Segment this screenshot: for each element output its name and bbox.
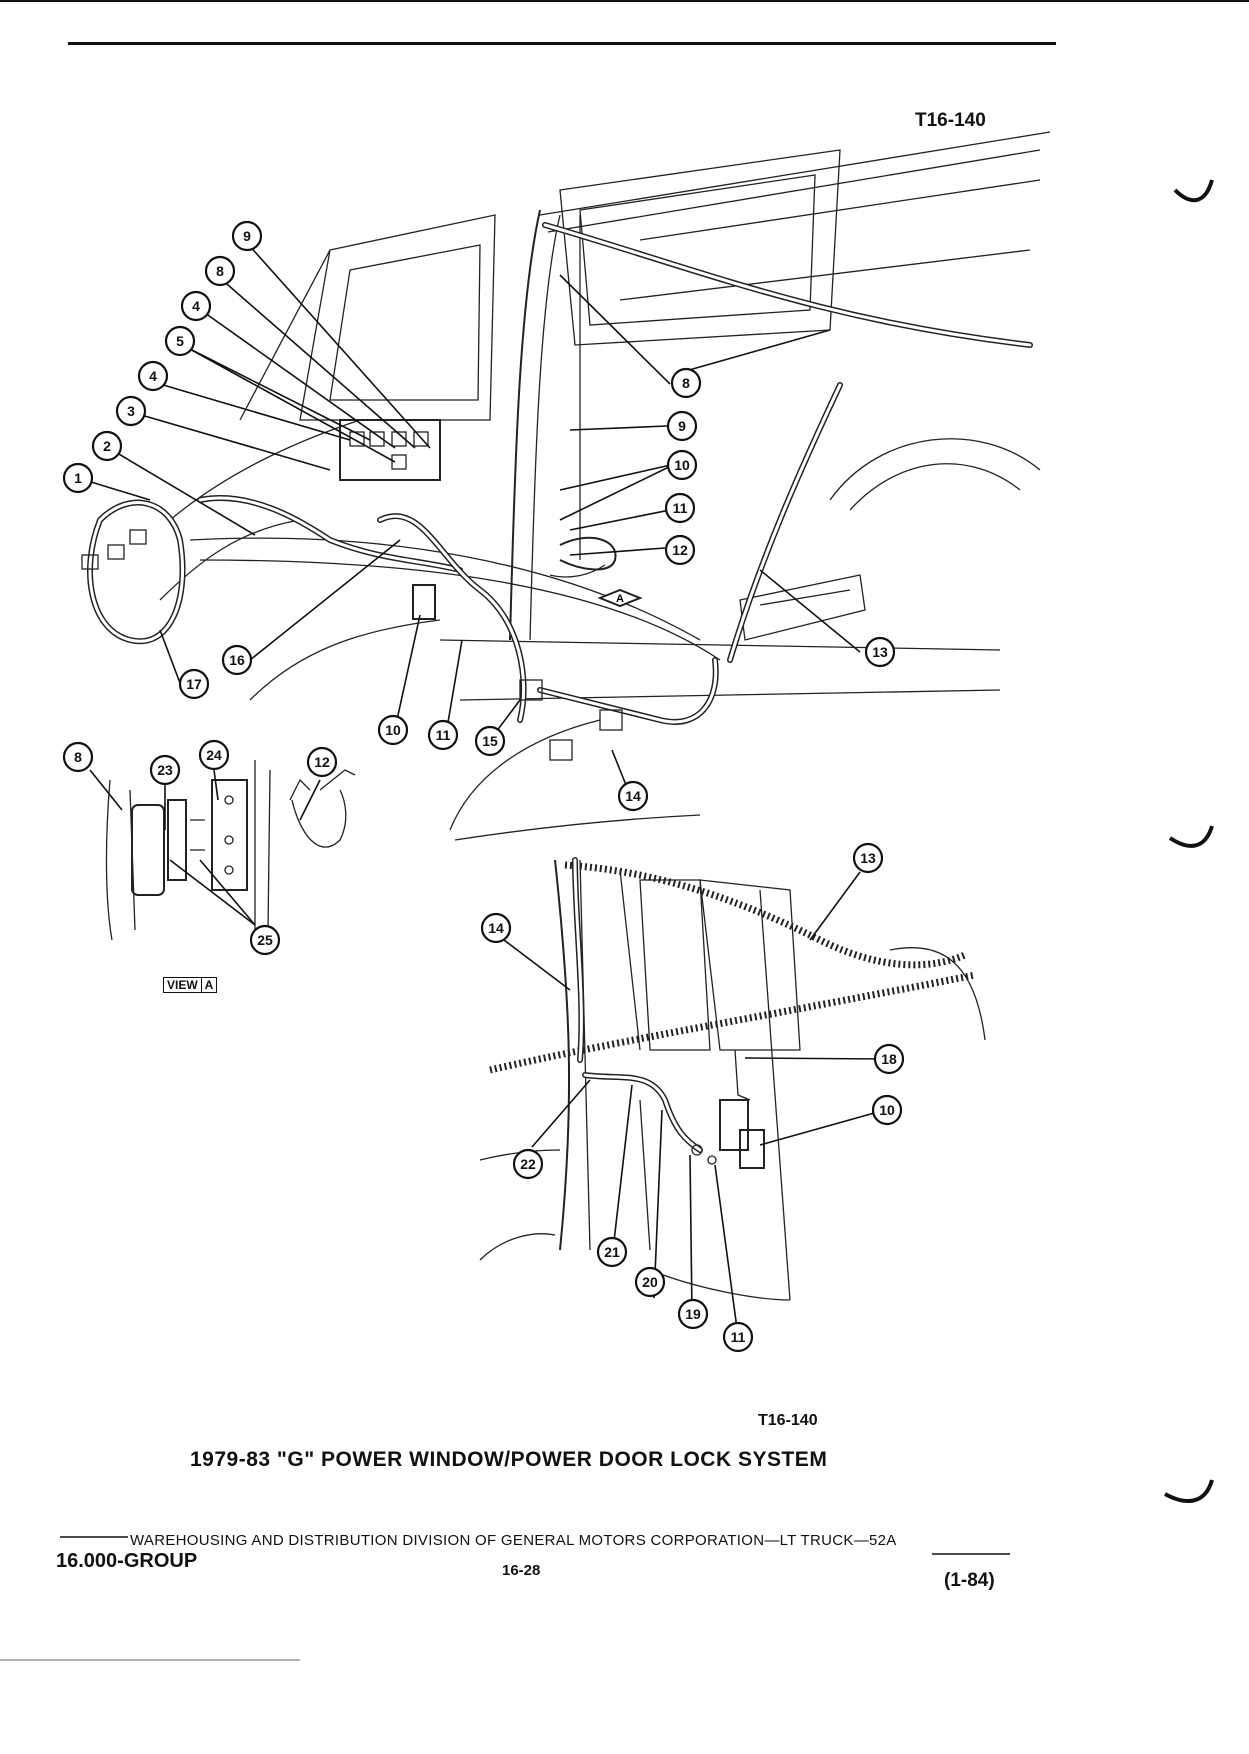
svg-text:14: 14	[625, 788, 641, 804]
svg-text:10: 10	[674, 457, 690, 473]
svg-text:11: 11	[731, 1329, 746, 1345]
svg-text:15: 15	[482, 733, 498, 749]
svg-text:23: 23	[157, 762, 173, 778]
svg-text:5: 5	[176, 333, 184, 349]
view-a-arrow: A	[597, 588, 643, 608]
svg-text:8: 8	[74, 749, 82, 765]
svg-text:9: 9	[678, 418, 686, 434]
svg-text:10: 10	[385, 722, 401, 738]
svg-text:17: 17	[186, 676, 202, 692]
svg-text:11: 11	[436, 727, 451, 743]
callout-20: 20	[634, 1266, 666, 1298]
revision-code: (1-84)	[944, 1570, 995, 1591]
leader-lines	[77, 242, 889, 1337]
svg-text:13: 13	[860, 850, 876, 866]
view-a-arrow-label: A	[616, 593, 624, 605]
callout-8-top: 8	[670, 367, 702, 399]
callout-25: 25	[249, 924, 281, 956]
svg-text:12: 12	[672, 542, 688, 558]
svg-text:19: 19	[685, 1306, 701, 1322]
page-number: 16-28	[502, 1562, 541, 1579]
svg-text:25: 25	[257, 932, 273, 948]
callout-11-bottom: 11	[722, 1321, 754, 1353]
right-pillar-harness	[727, 382, 843, 663]
callout-1: 1	[62, 462, 94, 494]
callout-4a: 4	[180, 290, 212, 322]
figure-code-top: T16-140	[915, 110, 986, 131]
callout-17: 17	[178, 668, 210, 700]
svg-text:10: 10	[879, 1102, 895, 1118]
callout-10-mid: 10	[666, 449, 698, 481]
callout-14-top: 14	[617, 780, 649, 812]
callout-21: 21	[596, 1236, 628, 1268]
callout-13-bottom: 13	[852, 842, 884, 874]
binder-marks	[1164, 179, 1214, 1503]
callout-12-mid: 12	[664, 534, 696, 566]
svg-text:22: 22	[520, 1156, 536, 1172]
callout-4b: 4	[137, 360, 169, 392]
svg-text:18: 18	[881, 1051, 897, 1067]
view-label-word: VIEW	[167, 978, 198, 992]
svg-text:8: 8	[216, 263, 224, 279]
svg-text:20: 20	[642, 1274, 658, 1290]
callout-13-top: 13	[864, 636, 896, 668]
svg-text:3: 3	[127, 403, 135, 419]
callout-14-bottom: 14	[480, 912, 512, 944]
callout-23: 23	[149, 754, 181, 786]
svg-text:1: 1	[74, 470, 82, 486]
svg-text:8: 8	[682, 375, 690, 391]
top-rule	[68, 42, 1056, 45]
callout-12-view-a: 12	[306, 746, 338, 778]
svg-text:21: 21	[604, 1244, 620, 1260]
callout-18: 18	[873, 1043, 905, 1075]
roof-harness	[542, 222, 1033, 348]
rear-door-view	[479, 857, 986, 1301]
svg-text:4: 4	[149, 368, 157, 384]
callout-11-mid: 11	[664, 492, 696, 524]
vehicle-body-outline	[159, 131, 1051, 841]
callout-5: 5	[164, 325, 196, 357]
svg-text:12: 12	[314, 754, 330, 770]
callout-15: 15	[474, 725, 506, 757]
callout-3: 3	[115, 395, 147, 427]
svg-text:2: 2	[103, 438, 111, 454]
callout-2: 2	[91, 430, 123, 462]
svg-text:16: 16	[229, 652, 245, 668]
figure-code-bottom: T16-140	[758, 1412, 818, 1429]
svg-text:24: 24	[206, 747, 222, 763]
svg-text:13: 13	[872, 644, 888, 660]
callout-19: 19	[677, 1298, 709, 1330]
callout-11-top: 11	[427, 719, 459, 751]
callout-10-top: 10	[377, 714, 409, 746]
svg-text:14: 14	[488, 920, 504, 936]
group-number: 16.000-GROUP	[56, 1550, 198, 1572]
top-edge-rule	[0, 0, 1249, 2]
figure-caption: 1979-83 "G" POWER WINDOW/POWER DOOR LOCK…	[190, 1448, 828, 1471]
svg-text:11: 11	[673, 500, 688, 516]
callout-8-view-a: 8	[62, 741, 94, 773]
front-door-harness	[81, 419, 719, 761]
callout-22: 22	[512, 1148, 544, 1180]
callout-6: 8	[204, 255, 236, 287]
callout-10-bottom: 10	[871, 1094, 903, 1126]
publisher-line: WAREHOUSING AND DISTRIBUTION DIVISION OF…	[130, 1532, 897, 1549]
callout-24: 24	[198, 739, 230, 771]
callout-7: 9	[231, 220, 263, 252]
callout-16: 16	[221, 644, 253, 676]
view-label-letter: A	[200, 978, 214, 992]
svg-text:9: 9	[243, 228, 251, 244]
svg-text:4: 4	[192, 298, 200, 314]
view-a-inset-sketch	[105, 760, 356, 941]
callout-9: 9	[666, 410, 698, 442]
